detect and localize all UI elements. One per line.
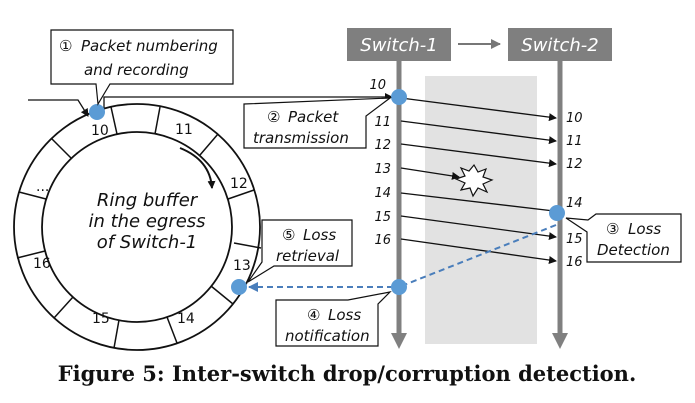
ring-buffer bbox=[13, 103, 262, 351]
packet-arrow-10 bbox=[400, 97, 557, 122]
callout-text: Packet numbering bbox=[81, 37, 218, 55]
callout-text: Detection bbox=[597, 241, 670, 259]
ring-buffer-title: of Switch-1 bbox=[97, 232, 198, 253]
packet-numbering-dot bbox=[89, 104, 105, 120]
callout-packet-numbering: ① Packet numbering and recording bbox=[50, 29, 234, 106]
packet-arrow-14 bbox=[400, 192, 555, 212]
callout-text: Loss bbox=[303, 226, 336, 244]
switch-1-header bbox=[347, 28, 451, 61]
switch-1-label: Switch-1 bbox=[360, 35, 437, 56]
sent-packet-number: 12 bbox=[374, 138, 391, 153]
sent-packet-number: 14 bbox=[374, 186, 391, 201]
callout-number: ④ bbox=[307, 306, 320, 324]
packet-drop-burst-icon bbox=[454, 163, 494, 198]
record-to-switch-arrow bbox=[103, 93, 393, 110]
ring-slot-label: 13 bbox=[233, 258, 251, 274]
received-packet-number: 10 bbox=[566, 111, 583, 126]
callout-number: ③ bbox=[606, 220, 619, 238]
sent-packet-number: 10 bbox=[369, 78, 386, 93]
incoming-packet-arrow bbox=[28, 99, 89, 117]
received-packet-number: 16 bbox=[566, 255, 583, 270]
ring-buffer-title: Ring buffer bbox=[97, 190, 199, 211]
figure-caption: Figure 5: Inter-switch drop/corruption d… bbox=[58, 361, 637, 386]
callout-text: transmission bbox=[253, 129, 349, 147]
loss-detection-dot bbox=[549, 205, 565, 221]
received-packet-number: 11 bbox=[566, 134, 583, 149]
switch-2-timeline-arrowhead bbox=[552, 333, 568, 349]
callout-number: ② bbox=[267, 108, 280, 126]
lossy-link-region bbox=[425, 76, 537, 344]
sent-packet-number: 16 bbox=[374, 233, 391, 248]
callout-loss-retrieval: ⑤ Loss retrieval bbox=[247, 219, 353, 283]
packet-arrow-12 bbox=[400, 143, 557, 168]
ring-buffer-title: in the egress bbox=[88, 211, 205, 232]
ring-slot-label: 10 bbox=[91, 123, 109, 139]
sent-packet-number: 13 bbox=[374, 162, 391, 177]
ring-slot-label: 14 bbox=[177, 311, 195, 327]
ring-rotation-arrow bbox=[179, 147, 216, 189]
callout-number: ⑤ bbox=[282, 226, 295, 244]
packet-arrow-13-dropped bbox=[400, 167, 460, 180]
ring-slot-label: 12 bbox=[230, 176, 248, 192]
callout-text: Loss bbox=[628, 220, 661, 238]
received-packet-number: 14 bbox=[566, 196, 583, 211]
packet-arrow-15 bbox=[400, 215, 557, 241]
packet-arrow-16 bbox=[400, 238, 557, 264]
sent-packet-number: 11 bbox=[374, 115, 391, 130]
loss-notification-dot bbox=[391, 279, 407, 295]
switch-2-label: Switch-2 bbox=[521, 35, 598, 56]
callout-text: retrieval bbox=[276, 247, 340, 265]
switch-1-timeline-arrowhead bbox=[391, 333, 407, 349]
ring-slot-label: ... bbox=[36, 179, 49, 195]
sent-packet-number: 15 bbox=[374, 210, 391, 225]
ring-slot-label: 15 bbox=[92, 311, 110, 327]
transmission-dot bbox=[391, 89, 407, 105]
callout-text: and recording bbox=[84, 61, 189, 79]
ring-slot-label: 16 bbox=[33, 256, 51, 272]
loss-notification-arrow bbox=[403, 224, 557, 286]
ring-slot-label: 11 bbox=[175, 122, 193, 138]
callout-loss-detection: ③ Loss Detection bbox=[565, 213, 682, 263]
callout-text: Packet bbox=[288, 108, 339, 126]
callout-loss-notification: ④ Loss notification bbox=[275, 291, 392, 347]
received-packet-number: 12 bbox=[566, 157, 583, 172]
callout-packet-transmission: ② Packet transmission bbox=[243, 97, 392, 149]
callout-text: Loss bbox=[328, 306, 361, 324]
packet-arrow-11 bbox=[400, 120, 557, 145]
loss-retrieval-dot bbox=[231, 279, 247, 295]
received-packet-number: 15 bbox=[566, 232, 583, 247]
switch-2-header bbox=[508, 28, 612, 61]
callout-number: ① bbox=[59, 37, 72, 55]
callout-text: notification bbox=[285, 327, 370, 345]
